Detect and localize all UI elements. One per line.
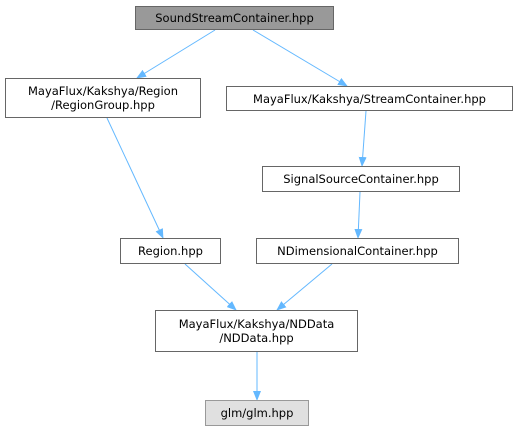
node-region-group[interactable]: MayaFlux/Kakshya/Region /RegionGroup.hpp — [5, 78, 201, 118]
node-signal-source-container[interactable]: SignalSourceContainer.hpp — [262, 166, 460, 192]
node-label: MayaFlux/Kakshya/StreamContainer.hpp — [253, 91, 486, 106]
edge-arrow-stream_container-to-signal_source — [358, 110, 367, 167]
node-label: Region.hpp — [138, 244, 203, 258]
node-glm: glm/glm.hpp — [205, 400, 309, 426]
node-stream-container[interactable]: MayaFlux/Kakshya/StreamContainer.hpp — [226, 86, 513, 111]
node-label: SignalSourceContainer.hpp — [283, 172, 439, 186]
node-label: NDimensionalContainer.hpp — [277, 244, 438, 258]
node-label-line2: /NDData.hpp — [219, 331, 294, 345]
edge-arrow-signal_source-to-ndimensional — [354, 191, 363, 239]
edge-arrow-ndimensional-to-nddata — [276, 263, 333, 311]
node-nddata[interactable]: MayaFlux/Kakshya/NDData /NDData.hpp — [155, 310, 358, 352]
edge-arrow-root-to-region_group — [136, 29, 216, 79]
node-label-line2: /RegionGroup.hpp — [51, 98, 155, 112]
edge-arrow-region-to-nddata — [184, 263, 237, 311]
node-ndimensional-container[interactable]: NDimensionalContainer.hpp — [256, 238, 459, 264]
node-region[interactable]: Region.hpp — [120, 238, 221, 264]
node-label: glm/glm.hpp — [220, 406, 294, 420]
edge-arrow-root-to-stream_container — [252, 29, 348, 87]
node-sound-stream-container[interactable]: SoundStreamContainer.hpp — [135, 6, 334, 30]
node-label-line1: MayaFlux/Kakshya/Region — [27, 84, 179, 98]
edge-arrow-region_group-to-region — [106, 117, 164, 239]
node-label-line1: MayaFlux/Kakshya/NDData — [178, 317, 335, 331]
node-label: SoundStreamContainer.hpp — [155, 11, 314, 25]
